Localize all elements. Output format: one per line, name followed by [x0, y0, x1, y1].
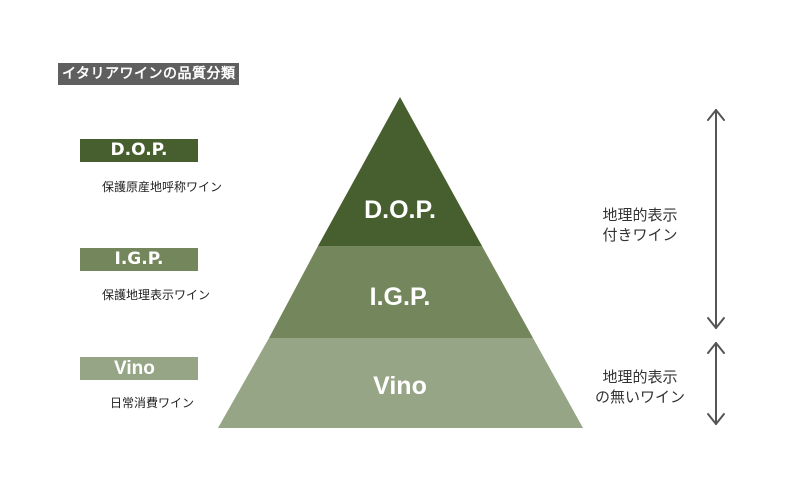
group-label-geographical-line2: 付きワイン	[602, 226, 678, 244]
legend-dop-description: 保護原産地呼称ワイン	[102, 180, 223, 194]
double-arrow-icon-geo	[707, 109, 725, 329]
diagram-title: イタリアワインの品質分類	[58, 63, 240, 85]
pyramid-tier-dop	[318, 97, 482, 246]
group-label-non-geographical: 地理的表示 の無いワイン	[570, 367, 710, 407]
legend-igp-description: 保護地理表示ワイン	[102, 288, 211, 302]
legend-igp-badge: I.G.P.	[80, 248, 198, 271]
pyramid-tier-igp	[269, 246, 533, 338]
legend-vino-description: 日常消費ワイン	[110, 396, 195, 410]
legend-dop-badge: D.O.P.	[80, 139, 198, 162]
double-arrow-icon-nogeo	[707, 342, 725, 425]
pyramid-label-vino: Vino	[373, 372, 427, 400]
group-label-geographical: 地理的表示 付きワイン	[570, 205, 710, 245]
group-label-non-geographical-line2: の無いワイン	[594, 388, 685, 406]
pyramid-tier-vino	[218, 338, 583, 428]
group-label-non-geographical-line1: 地理的表示	[602, 368, 678, 386]
legend-vino-badge: Vino	[80, 357, 198, 380]
group-label-geographical-line1: 地理的表示	[602, 206, 678, 224]
pyramid-label-igp: I.G.P.	[370, 283, 431, 311]
pyramid-label-dop: D.O.P.	[364, 196, 436, 224]
